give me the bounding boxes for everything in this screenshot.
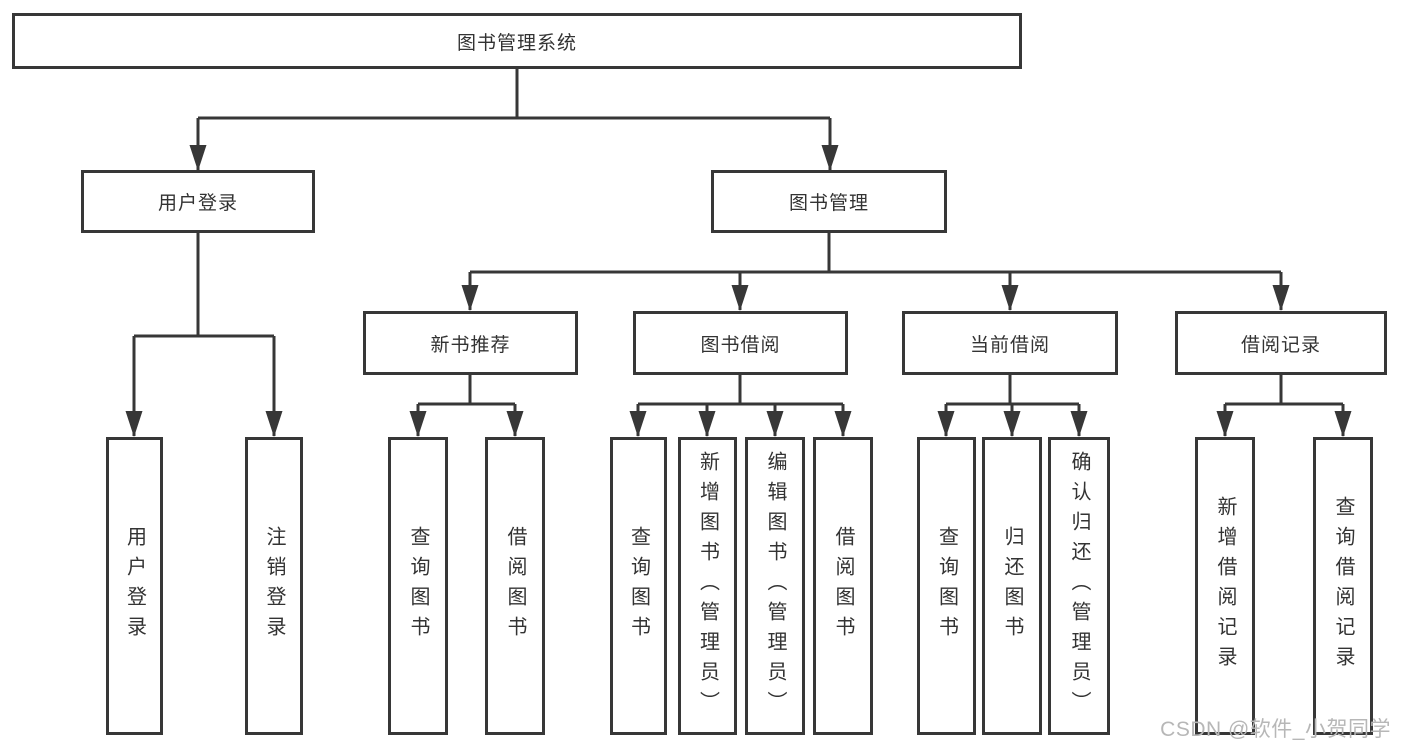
- leaf-user-login-label: 用户登录: [123, 526, 146, 646]
- leaf-recommend-query-books-label: 查询图书: [407, 526, 429, 646]
- node-user-login: 用户登录: [81, 170, 315, 233]
- node-book-borrowing-label: 图书借阅: [700, 334, 781, 356]
- leaf-records-query-record: 查询借阅记录: [1313, 437, 1373, 735]
- node-user-login-label: 用户登录: [157, 193, 238, 214]
- leaf-borrowing-add-books-admin: 新增图书（管理员）: [678, 437, 737, 735]
- node-book-borrowing: 图书借阅: [633, 311, 848, 375]
- leaf-records-add-record-label: 新增借阅记录: [1214, 496, 1236, 676]
- leaf-current-return-books-label: 归还图书: [1001, 526, 1023, 646]
- leaf-current-query-books-label: 查询图书: [935, 526, 958, 646]
- leaf-current-query-books: 查询图书: [917, 437, 976, 735]
- leaf-current-confirm-return-admin-label: 确认归还（管理员）: [1068, 451, 1090, 721]
- node-new-book-recommendation: 新书推荐: [363, 311, 578, 375]
- node-current-borrowing-label: 当前借阅: [969, 334, 1050, 356]
- leaf-borrowing-add-books-admin-label: 新增图书（管理员）: [696, 451, 719, 721]
- node-library-management-system-label: 图书管理系统: [456, 32, 577, 54]
- leaf-borrowing-query-books: 查询图书: [610, 437, 667, 735]
- leaf-logout-label: 注销登录: [263, 526, 285, 646]
- node-borrowing-records: 借阅记录: [1175, 311, 1387, 375]
- node-new-book-recommendation-label: 新书推荐: [430, 334, 511, 356]
- leaf-current-return-books: 归还图书: [982, 437, 1042, 735]
- edges-new-book-recommendation-children: [409, 375, 524, 437]
- edges-book-management-children: [461, 233, 1290, 311]
- edges-user-login-children: [125, 233, 283, 437]
- leaf-borrowing-edit-books-admin-label: 编辑图书（管理员）: [764, 451, 786, 721]
- leaf-recommend-borrow-books: 借阅图书: [485, 437, 545, 735]
- node-book-management: 图书管理: [711, 170, 947, 233]
- leaf-records-add-record: 新增借阅记录: [1195, 437, 1255, 735]
- leaf-logout: 注销登录: [245, 437, 303, 735]
- watermark: CSDN @软件_小贺同学: [1160, 718, 1391, 741]
- leaf-user-login: 用户登录: [106, 437, 163, 735]
- leaf-borrowing-borrow-books: 借阅图书: [813, 437, 873, 735]
- node-current-borrowing: 当前借阅: [902, 311, 1118, 375]
- edges-root-to-level2: [189, 69, 839, 171]
- node-book-management-label: 图书管理: [788, 193, 869, 214]
- leaf-current-confirm-return-admin: 确认归还（管理员）: [1048, 437, 1110, 735]
- leaf-records-query-record-label: 查询借阅记录: [1332, 496, 1354, 676]
- edges-book-borrowing-children: [629, 375, 852, 437]
- node-borrowing-records-label: 借阅记录: [1240, 334, 1321, 356]
- leaf-borrowing-borrow-books-label: 借阅图书: [832, 526, 854, 646]
- leaf-recommend-query-books: 查询图书: [388, 437, 448, 735]
- edges-current-borrowing-children: [937, 375, 1088, 437]
- edges-borrowing-records-children: [1216, 375, 1352, 437]
- leaf-borrowing-query-books-label: 查询图书: [627, 526, 650, 646]
- node-library-management-system: 图书管理系统: [12, 13, 1022, 69]
- leaf-recommend-borrow-books-label: 借阅图书: [504, 526, 526, 646]
- leaf-borrowing-edit-books-admin: 编辑图书（管理员）: [745, 437, 805, 735]
